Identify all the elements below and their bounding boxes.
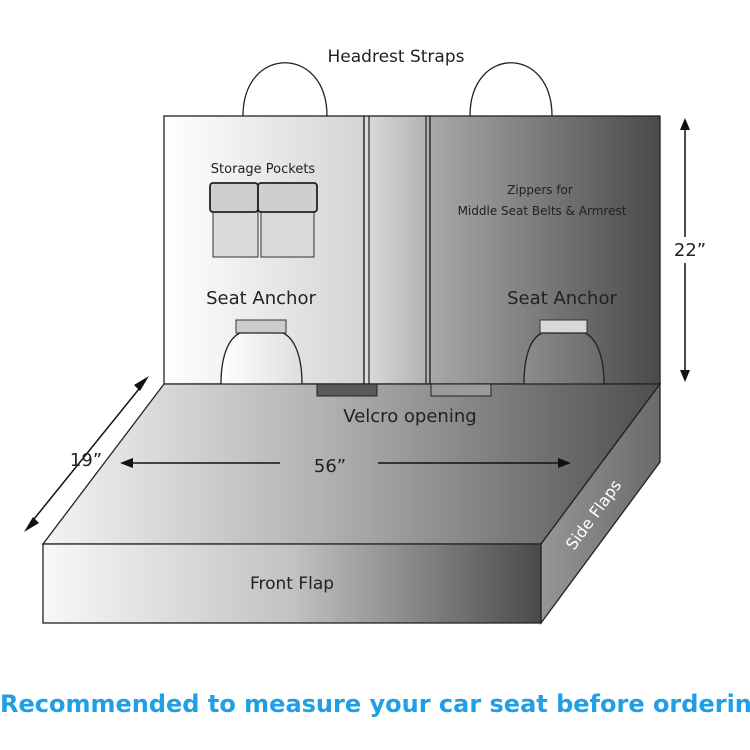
headrest-strap-left [242,62,328,117]
width-dimension-label: 56” [314,456,346,477]
height-dimension-label: 22” [674,240,706,261]
footer-recommendation: Recommended to measure your car seat bef… [0,690,750,718]
seat-anchor-left [220,332,303,385]
zippers-label-line1: Zippers for [507,183,573,197]
seat-anchor-right [523,332,605,385]
velcro-strip-right [430,383,492,397]
backrest-middle-panel [363,115,431,385]
storage-pockets-label: Storage Pockets [211,162,316,177]
seat-anchor-left-label: Seat Anchor [206,288,316,309]
velcro-strip-left [316,383,378,397]
seat-anchor-left-tab [235,319,287,334]
side-flap [540,382,661,625]
depth-dimension-arrow [24,376,149,532]
zippers-label-line2: Middle Seat Belts & Armrest [458,204,627,218]
seat-anchor-right-tab [539,319,588,334]
seat-anchor-right-label: Seat Anchor [507,288,617,309]
front-flap-label: Front Flap [250,574,334,594]
width-dimension-arrow [120,458,571,468]
headrest-strap-right [469,62,553,117]
velcro-opening-label: Velcro opening [343,406,476,427]
storage-pockets [209,182,318,258]
headrest-straps-label: Headrest Straps [328,47,465,67]
depth-dimension-label: 19” [70,450,102,471]
front-flap [42,543,542,624]
height-dimension-label-bg [666,237,710,263]
